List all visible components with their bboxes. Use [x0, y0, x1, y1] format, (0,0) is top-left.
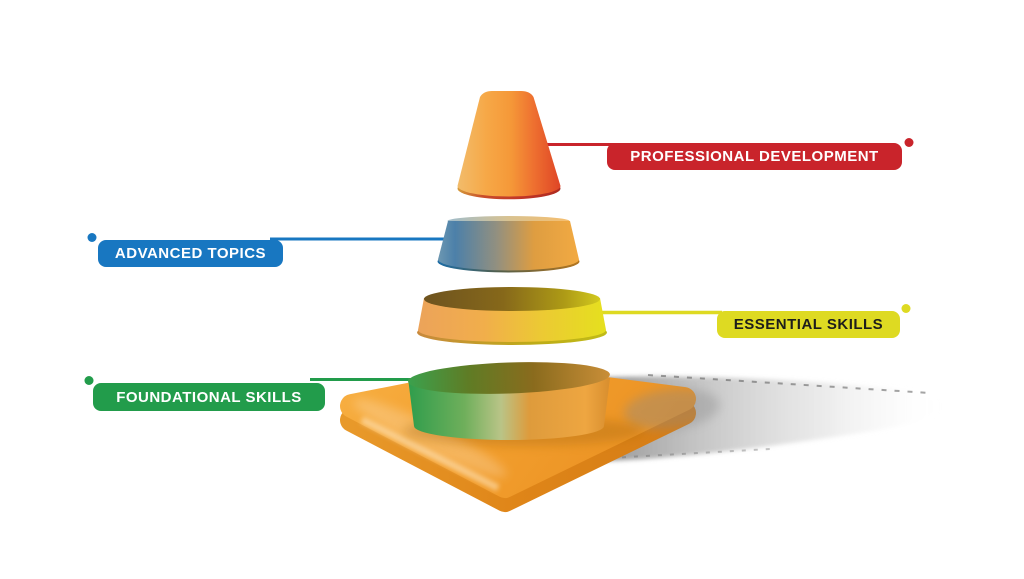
label-foundational-skills-text: FOUNDATIONAL SKILLS	[116, 388, 302, 406]
shadow-serration-top	[647, 374, 931, 394]
label-essential-skills: ESSENTIAL SKILLS	[717, 311, 900, 338]
cone-top-professional	[457, 91, 561, 200]
label-essential-skills-text: ESSENTIAL SKILLS	[733, 316, 884, 333]
dot-advanced-topics	[87, 233, 97, 242]
plate-edge-highlight	[360, 416, 500, 492]
cone-band-advanced	[437, 216, 580, 273]
shadow-serration-bottom	[609, 448, 771, 459]
label-advanced-topics: ADVANCED TOPICS	[98, 240, 283, 267]
cone-base-ring-foundational	[408, 362, 610, 440]
dot-professional-development	[904, 138, 914, 147]
cone-ring-essential	[417, 287, 607, 345]
plate-corner-shade	[624, 388, 720, 430]
dot-essential-skills	[901, 304, 911, 313]
label-professional-development: PROFESSIONAL DEVELOPMENT	[607, 143, 902, 170]
label-foundational-skills: FOUNDATIONAL SKILLS	[93, 383, 325, 411]
dot-foundational-skills	[84, 376, 94, 385]
label-advanced-topics-text: ADVANCED TOPICS	[114, 245, 267, 262]
label-professional-development-text: PROFESSIONAL DEVELOPMENT	[630, 148, 879, 165]
